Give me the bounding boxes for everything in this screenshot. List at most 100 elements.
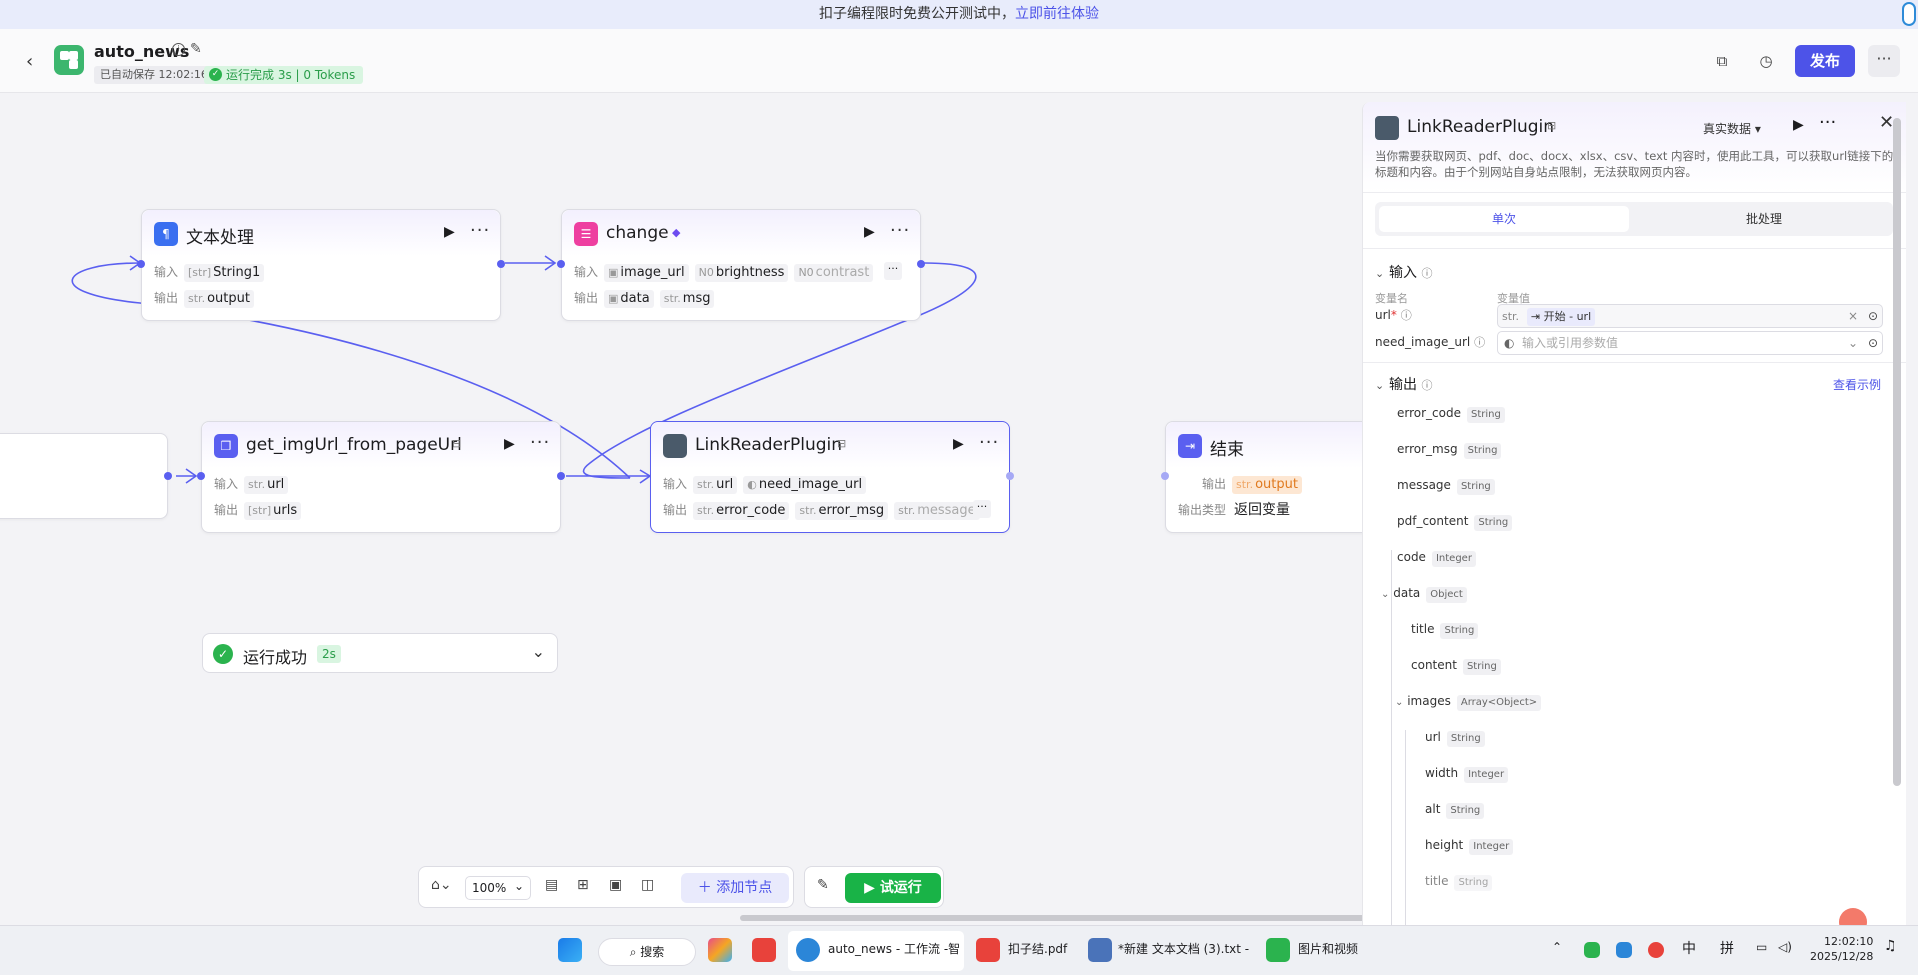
layout-icon[interactable]: ⊞ <box>577 877 589 893</box>
close-icon[interactable]: ✕ <box>1879 112 1895 133</box>
output-section-header[interactable]: ⌄输出 ⓘ <box>1375 374 1432 394</box>
run-result-bar[interactable]: ✓ 运行成功 2s ⌄ <box>202 633 558 673</box>
play-icon[interactable]: ▶ <box>864 224 875 240</box>
speaker-icon[interactable]: ◁) <box>1778 940 1792 954</box>
taskbar-item-notepad[interactable]: *新建 文本文档 (3).txt - <box>1118 942 1250 956</box>
play-icon[interactable]: ▶ <box>444 224 455 240</box>
tray-app-icon-2[interactable] <box>1648 942 1664 958</box>
back-arrow-icon[interactable]: ‹ <box>26 51 34 72</box>
horizontal-scrollbar[interactable] <box>740 915 1380 921</box>
wps-icon[interactable] <box>752 938 776 962</box>
chevron-down-icon[interactable]: ⌄ <box>531 642 545 661</box>
publish-button[interactable]: 发布 <box>1795 45 1855 77</box>
port-dot[interactable] <box>917 260 925 268</box>
type-tag: str. <box>188 292 206 305</box>
pdf-icon[interactable] <box>976 938 1000 962</box>
data-mode-select[interactable]: 真实数据 ▾ <box>1703 122 1761 136</box>
edge-browser-icon[interactable] <box>796 938 820 962</box>
target-icon[interactable]: ⊙ <box>1867 336 1878 350</box>
output-type: String <box>1463 443 1502 459</box>
left-partial-node[interactable] <box>0 433 168 519</box>
toggle-icon[interactable]: ◐ <box>1504 336 1515 350</box>
need-image-field[interactable]: ◐ 输入或引用参数值 ⌄ ⊙ <box>1497 331 1883 355</box>
port-dot[interactable] <box>497 260 505 268</box>
windows-start-icon[interactable] <box>558 938 582 962</box>
tray-expand-icon[interactable]: ⌃ <box>1552 940 1563 954</box>
input-section-header[interactable]: ⌄输入 ⓘ <box>1375 262 1432 282</box>
taskbar-item-browser[interactable]: auto_news - 工作流 -智 <box>828 942 961 956</box>
more-icon[interactable]: ··· <box>979 432 1000 453</box>
more-icon[interactable]: ··· <box>890 220 911 241</box>
port-dot[interactable] <box>1161 472 1169 480</box>
mouse-mode-icon[interactable]: ⌂⌄ <box>431 877 452 893</box>
chevron-down-icon: ⌄ <box>1375 379 1385 392</box>
banner-link[interactable]: 立即前往体验 <box>1015 6 1099 22</box>
port-dot[interactable] <box>197 472 205 480</box>
taskbar-item-wechat[interactable]: 图片和视频 <box>1298 942 1359 956</box>
taskbar-item-pdf[interactable]: 扣子结.pdf <box>1008 942 1068 956</box>
comment-icon[interactable]: ▤ <box>545 877 559 893</box>
output-label: 输出 <box>663 503 688 517</box>
play-icon[interactable]: ▶ <box>953 436 964 452</box>
more-icon[interactable]: ··· <box>1868 45 1900 77</box>
more-icon[interactable]: ··· <box>470 220 491 241</box>
copy-icon[interactable]: ⧉ <box>1716 52 1728 70</box>
more-icon[interactable]: ··· <box>1819 112 1837 133</box>
copilot-icon[interactable] <box>708 938 732 962</box>
chevron-down-icon[interactable]: ⌄ <box>1847 336 1858 350</box>
monitor-icon[interactable]: ▭ <box>1756 940 1768 954</box>
output-type: Array<Object> <box>1456 695 1542 711</box>
view-example-link[interactable]: 查看示例 <box>1833 378 1882 392</box>
ime-chinese[interactable]: 中 <box>1682 941 1696 957</box>
port-dot[interactable] <box>557 260 565 268</box>
banner-floating-icon[interactable] <box>1902 2 1916 26</box>
port-dot[interactable] <box>557 472 565 480</box>
taskbar-search[interactable]: ⌕ 搜索 <box>598 938 696 966</box>
notepad-icon[interactable] <box>1088 938 1112 962</box>
url-field[interactable]: str. ⇥ 开始 - url × ⊙ <box>1497 304 1883 328</box>
port-dot[interactable] <box>137 260 145 268</box>
tray-app-icon[interactable] <box>1616 942 1632 958</box>
output-name: alt <box>1425 802 1441 816</box>
panel-scrollbar[interactable] <box>1893 118 1901 786</box>
tab-single[interactable]: 单次 <box>1379 206 1629 232</box>
add-node-button[interactable]: ＋ 添加节点 <box>681 873 789 903</box>
target-icon[interactable]: ⊙ <box>1867 309 1878 323</box>
play-icon[interactable]: ▶ <box>504 436 515 452</box>
overflow-icon[interactable]: ··· <box>973 500 991 518</box>
edit-icon[interactable]: ✎ <box>190 41 202 57</box>
port-dot[interactable] <box>1006 472 1014 480</box>
var-name: urls <box>273 503 298 518</box>
assistant-avatar[interactable] <box>1839 908 1867 925</box>
trial-run-button[interactable]: ▶ 试运行 <box>845 873 941 903</box>
ime-pinyin[interactable]: 拼 <box>1720 941 1734 957</box>
port-dot[interactable] <box>164 472 172 480</box>
info-icon[interactable]: i <box>172 43 185 56</box>
info-icon: ⓘ <box>1400 309 1412 322</box>
zoom-select[interactable]: 100% <box>465 875 531 900</box>
clear-icon[interactable]: × <box>1847 309 1858 323</box>
image-icon[interactable]: ▣ <box>609 877 623 893</box>
wrench-icon[interactable]: ✎ <box>817 877 829 893</box>
overflow-icon[interactable]: ··· <box>884 262 902 280</box>
notification-bell-icon[interactable]: ♫ <box>1884 938 1897 954</box>
more-icon[interactable]: ··· <box>530 432 551 453</box>
run-toolbar: ✎ ▶ 试运行 <box>804 866 944 908</box>
minimap-icon[interactable]: ◫ <box>641 877 655 893</box>
tray-wechat-icon[interactable] <box>1584 942 1600 958</box>
wechat-icon[interactable] <box>1266 938 1290 962</box>
play-icon[interactable]: ▶ <box>1793 117 1804 133</box>
tab-batch[interactable]: 批处理 <box>1745 212 1782 226</box>
history-icon[interactable]: ◷ <box>1759 52 1773 70</box>
